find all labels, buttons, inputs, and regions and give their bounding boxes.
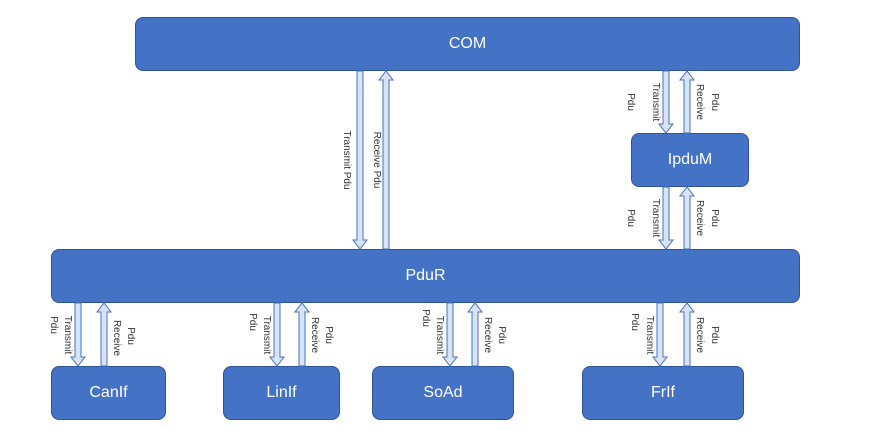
frif-box: FrIf xyxy=(582,366,744,420)
com-ipdum-transmit-pdu-label: Pdu xyxy=(625,93,636,111)
linif-label: LinIf xyxy=(266,384,297,401)
linif-receive-pdu-label: Pdu xyxy=(323,326,334,344)
canif-to-pdur-receive-arrow xyxy=(95,302,113,367)
linif-box: LinIf xyxy=(223,366,340,420)
ipdum-pdur-transmit-pdu-label: Pdu xyxy=(625,209,636,227)
soad-label: SoAd xyxy=(423,384,463,401)
linif-receive-label: Receive xyxy=(309,317,320,354)
soad-to-pdur-receive-arrow xyxy=(466,302,484,367)
soad-receive-label: Receive xyxy=(482,317,493,354)
pdur-to-ipdum-receive-arrow xyxy=(678,186,696,250)
com-pdur-transmit-label: Transmit Pdu xyxy=(341,130,352,189)
ipdum-pdur-receive-label: Receive xyxy=(694,200,705,237)
com-pdur-receive-label: Receive Pdu xyxy=(371,132,382,189)
frif-to-pdur-receive-arrow xyxy=(678,302,696,367)
com-box: COM xyxy=(135,17,800,71)
soad-transmit-pdu-label: Pdu xyxy=(420,309,431,327)
linif-to-pdur-receive-arrow xyxy=(293,302,311,367)
pdur-to-linif-transmit-arrow xyxy=(268,302,286,367)
canif-receive-label: Receive xyxy=(111,320,122,357)
ipdum-to-pdur-transmit-arrow xyxy=(657,186,675,250)
frif-transmit-label: Transmit xyxy=(644,316,655,355)
pdur-box: PduR xyxy=(51,249,800,303)
frif-receive-label: Receive xyxy=(694,317,705,354)
com-to-ipdum-transmit-arrow xyxy=(657,70,675,134)
pdur-to-com-receive-arrow xyxy=(377,70,395,250)
canif-box: CanIf xyxy=(51,366,166,420)
com-ipdum-receive-label: Receive xyxy=(694,84,705,121)
ipdum-pdur-transmit-label: Transmit xyxy=(650,199,661,238)
canif-transmit-label: Transmit xyxy=(62,316,73,355)
frif-receive-pdu-label: Pdu xyxy=(709,326,720,344)
ipdum-box: IpduM xyxy=(631,133,749,187)
soad-receive-pdu-label: Pdu xyxy=(496,326,507,344)
pdur-label: PduR xyxy=(405,267,446,284)
linif-transmit-label: Transmit xyxy=(261,316,272,355)
canif-label: CanIf xyxy=(89,384,128,401)
com-ipdum-transmit-label: Transmit xyxy=(650,83,661,122)
com-ipdum-receive-pdu-label: Pdu xyxy=(709,93,720,111)
soad-transmit-label: Transmit xyxy=(434,316,445,355)
soad-box: SoAd xyxy=(372,366,514,420)
frif-transmit-pdu-label: Pdu xyxy=(629,313,640,331)
ipdum-pdur-receive-pdu-label: Pdu xyxy=(709,209,720,227)
frif-label: FrIf xyxy=(651,384,675,401)
canif-transmit-pdu-label: Pdu xyxy=(48,316,59,334)
linif-transmit-pdu-label: Pdu xyxy=(247,313,258,331)
ipdum-label: IpduM xyxy=(667,151,713,168)
com-label: COM xyxy=(448,35,487,52)
ipdum-to-com-receive-arrow xyxy=(678,70,696,134)
pdur-to-frif-transmit-arrow xyxy=(651,302,669,367)
canif-receive-pdu-label: Pdu xyxy=(125,327,136,345)
pdur-to-soad-transmit-arrow xyxy=(441,302,459,367)
pdur-to-canif-transmit-arrow xyxy=(69,302,87,367)
com-to-pdur-transmit-arrow xyxy=(351,70,369,250)
